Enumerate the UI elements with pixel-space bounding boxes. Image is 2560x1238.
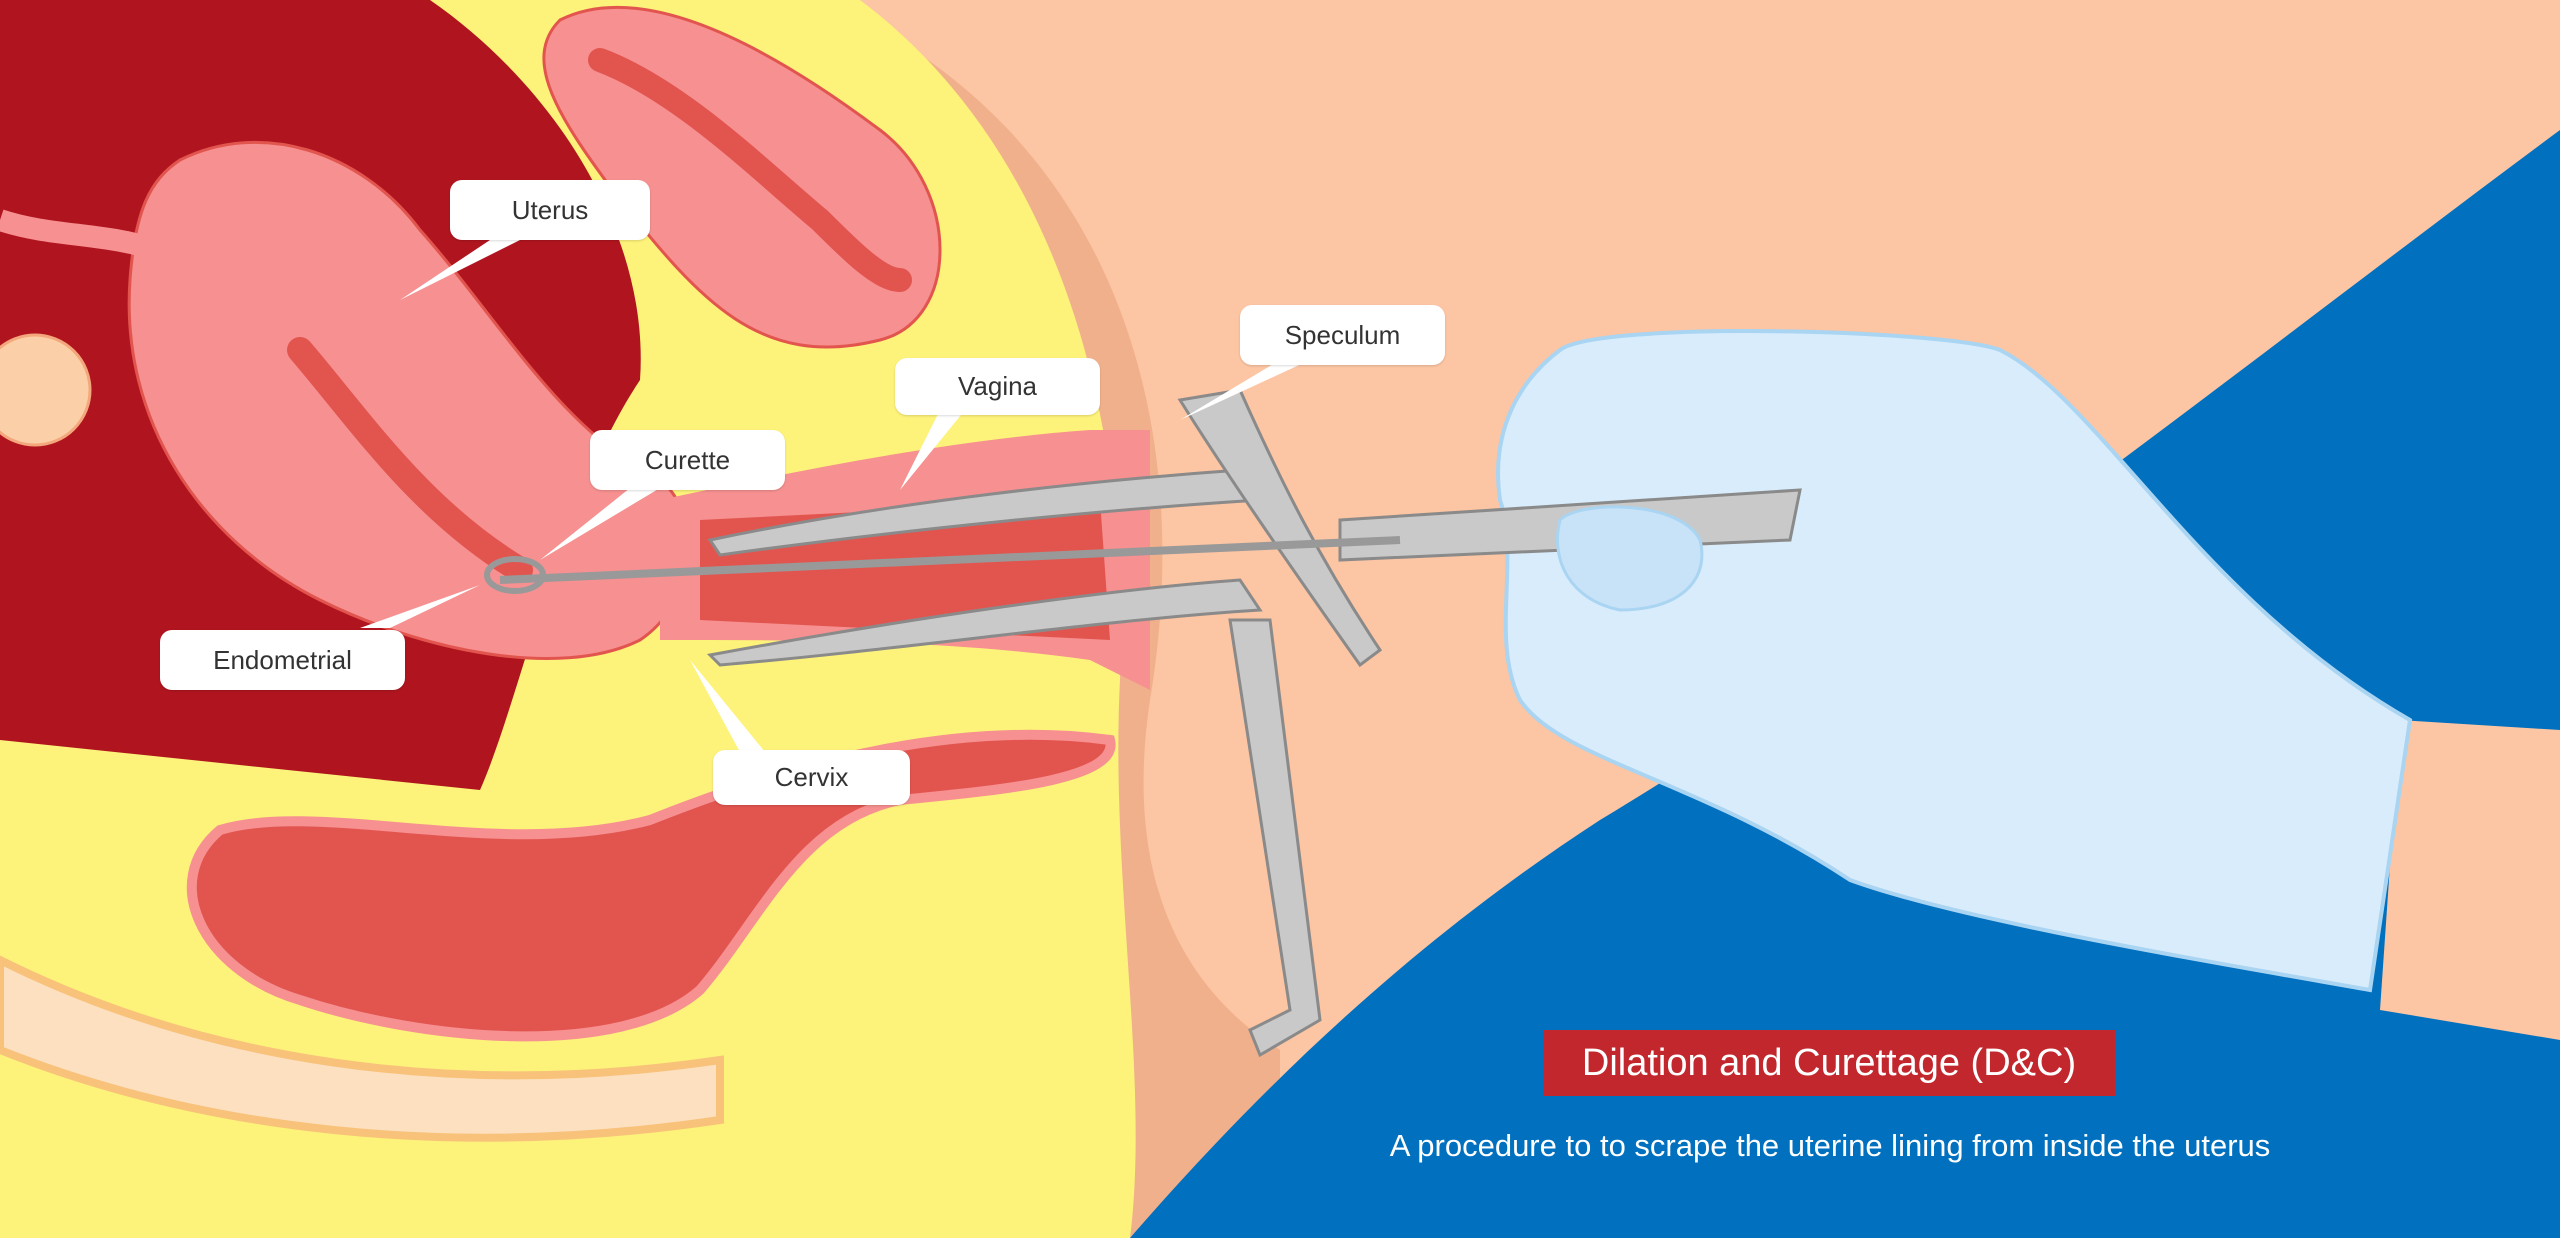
label-vagina: Vagina <box>895 358 1100 415</box>
spine <box>0 955 724 1142</box>
forearm <box>2380 720 2560 1040</box>
uterine-cavity <box>287 337 533 583</box>
label-curette: Curette <box>590 430 785 490</box>
procedure-subtitle: A procedure to to scrape the uterine lin… <box>1389 1128 2271 1163</box>
curette-loop <box>484 556 546 594</box>
rectum <box>186 729 1116 1042</box>
label-uterus: Uterus <box>450 180 650 240</box>
curette-instrument <box>499 536 1401 584</box>
thumb <box>1556 505 1704 612</box>
ovary <box>0 333 92 447</box>
label-cervix: Cervix <box>713 750 910 805</box>
procedure-title: Dilation and Curettage (D&C) <box>1543 1030 2115 1096</box>
fallopian-tube <box>0 209 185 270</box>
label-endometrial: Endometrial <box>160 630 405 690</box>
bladder-lining <box>588 48 912 292</box>
uterus-organ <box>127 140 690 661</box>
label-speculum: Speculum <box>1240 305 1445 365</box>
